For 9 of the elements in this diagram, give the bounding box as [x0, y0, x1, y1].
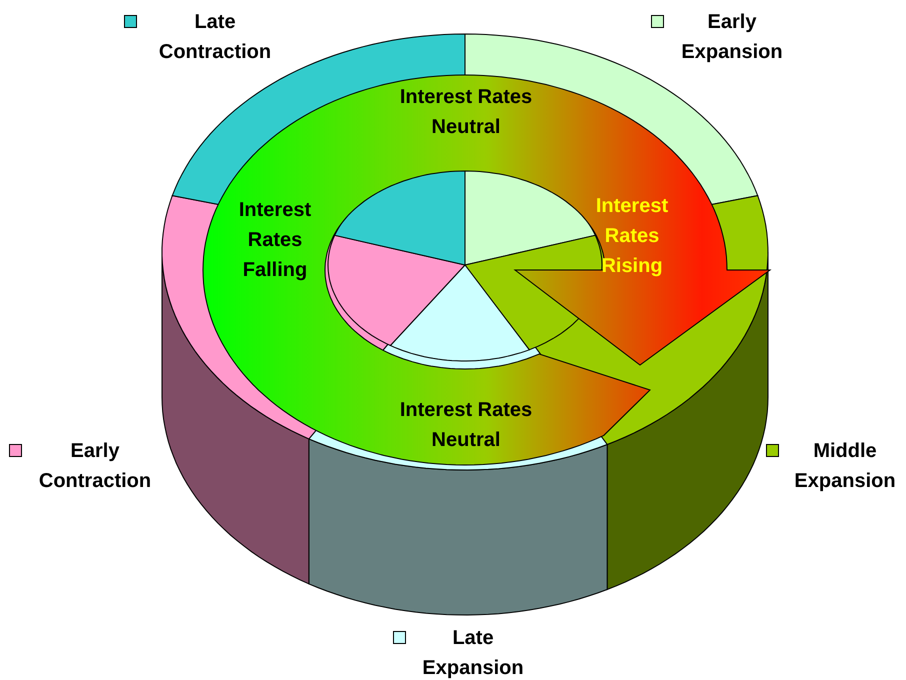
arrow-label: Interest Rates Falling	[238, 198, 312, 283]
legend-label: Late Expansion	[421, 626, 525, 680]
arrow-label: Interest Rates Neutral	[398, 85, 534, 140]
legend-label: Late Contraction	[158, 10, 272, 65]
arrow-label: Interest Rates Neutral	[398, 398, 534, 453]
legend-label: Middle Expansion	[793, 439, 897, 494]
legend-label: Early Contraction	[38, 439, 152, 494]
arrow-label: Interest Rates Rising	[594, 194, 670, 279]
legend-label: Early Expansion	[680, 10, 784, 65]
